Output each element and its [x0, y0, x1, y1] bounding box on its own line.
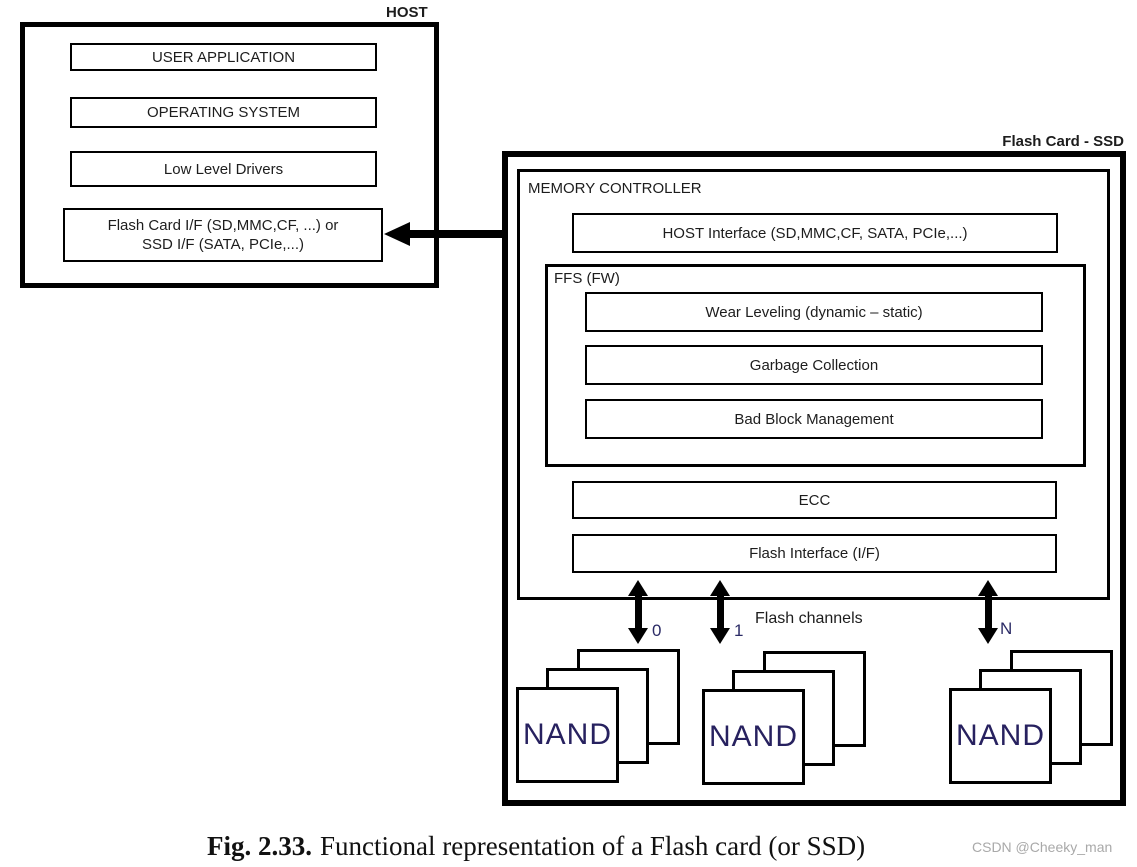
flash-card-title: Flash Card - SSD [1002, 133, 1124, 150]
nand-chip-front: NAND [702, 689, 805, 785]
host-interface-box: HOST Interface (SD,MMC,CF, SATA, PCIe,..… [572, 213, 1058, 253]
host-layer-operating-system: OPERATING SYSTEM [70, 97, 377, 128]
ecc-box: ECC [572, 481, 1057, 519]
ffs-module-wear-leveling: Wear Leveling (dynamic – static) [585, 292, 1043, 332]
memory-controller-label: MEMORY CONTROLLER [528, 180, 702, 197]
host-layer-low-level-drivers: Low Level Drivers [70, 151, 377, 187]
nand-chip-front: NAND [516, 687, 619, 783]
channel-id-0: 0 [652, 621, 662, 640]
host-interface-line1: Flash Card I/F (SD,MMC,CF, ...) or [107, 217, 339, 234]
host-interface-line2: SSD I/F (SATA, PCIe,...) [142, 236, 304, 253]
ffs-module-garbage-collection: Garbage Collection [585, 345, 1043, 385]
flash-channels-label: Flash channels [755, 610, 863, 627]
host-layer-user-application: USER APPLICATION [70, 43, 377, 71]
channel-id-1: 1 [734, 621, 744, 640]
watermark-text: CSDN @Cheeky_man [972, 839, 1113, 855]
figure-caption: Fig. 2.33. Functional representation of a… [207, 831, 865, 862]
channel-id-n: N [1000, 619, 1013, 638]
ffs-label: FFS (FW) [554, 270, 620, 287]
nand-chip-front: NAND [949, 688, 1052, 784]
ffs-module-bad-block-management: Bad Block Management [585, 399, 1043, 439]
figure-caption-number: Fig. 2.33. [207, 831, 312, 861]
figure-caption-text: Functional representation of a Flash car… [320, 831, 866, 861]
flash-interface-box: Flash Interface (I/F) [572, 534, 1057, 573]
host-flash-card-interface-box: Flash Card I/F (SD,MMC,CF, ...) or SSD I… [63, 208, 383, 262]
host-title: HOST [386, 4, 428, 21]
